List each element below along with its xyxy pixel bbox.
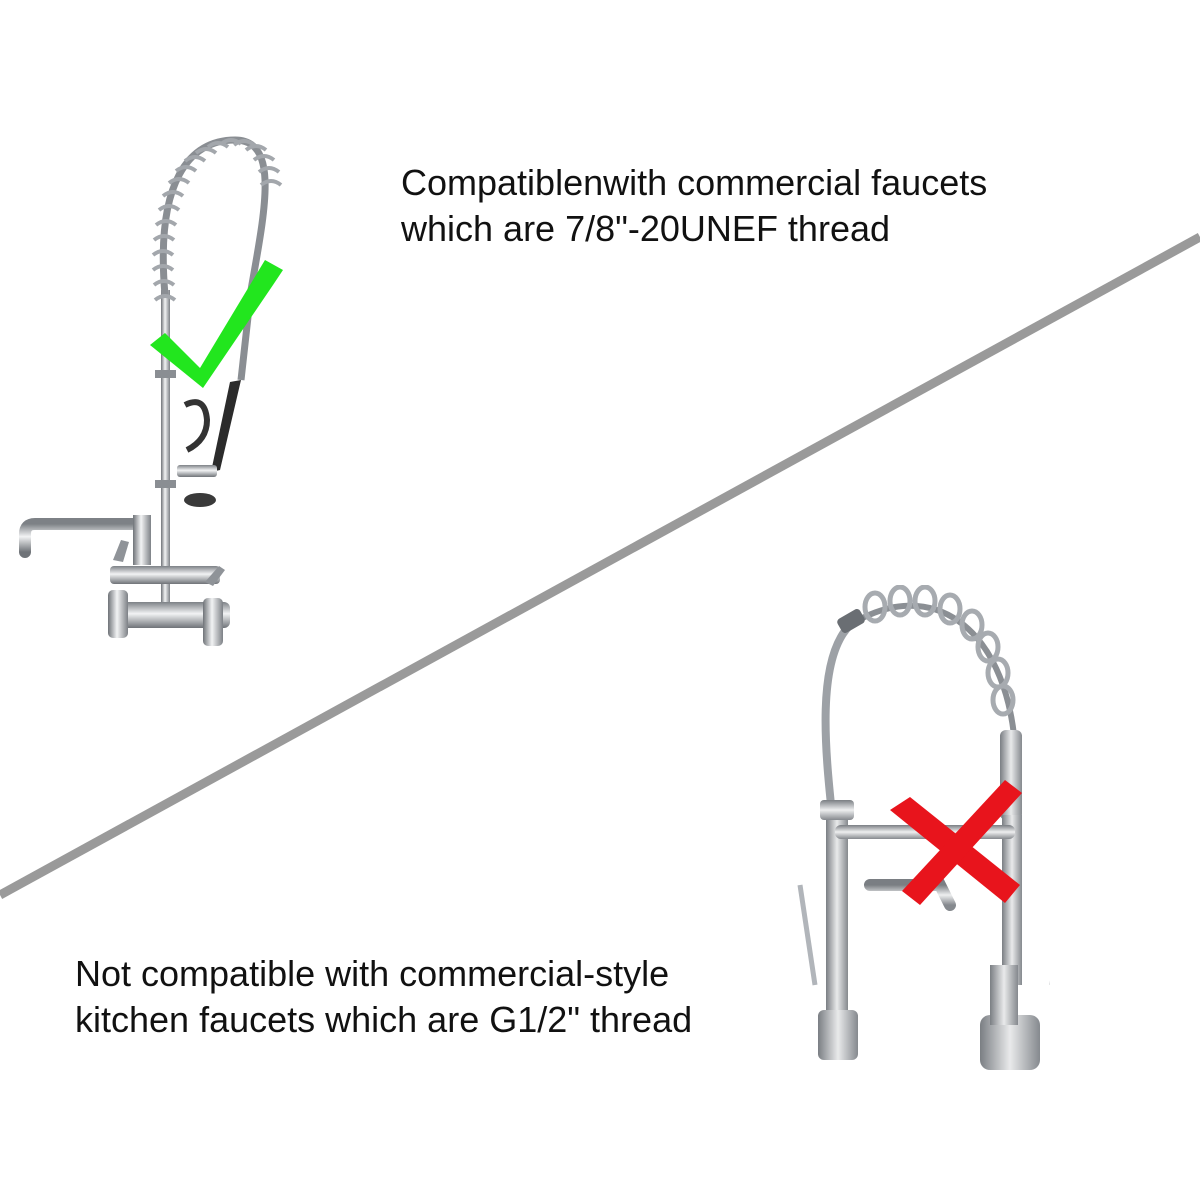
cross-mark-icon — [890, 780, 1022, 905]
compatible-caption: Compatiblenwith commercial faucets which… — [401, 160, 987, 252]
incompatible-caption: Not compatible with commercial-style kit… — [75, 951, 692, 1043]
compatible-caption-line-1: Compatiblenwith commercial faucets — [401, 162, 988, 203]
check-mark-icon — [150, 260, 283, 388]
compatible-caption-line-2: which are 7/8"-20UNEF thread — [401, 208, 891, 249]
incompatible-caption-line-2: kitchen faucets which are G1/2" thread — [75, 999, 693, 1040]
kitchen-faucet-image — [797, 585, 1050, 1070]
spring-coil — [151, 138, 283, 302]
commercial-faucet-image — [19, 136, 283, 646]
incompatible-caption-line-1: Not compatible with commercial-style — [75, 953, 670, 994]
spring-coil — [862, 585, 1016, 717]
